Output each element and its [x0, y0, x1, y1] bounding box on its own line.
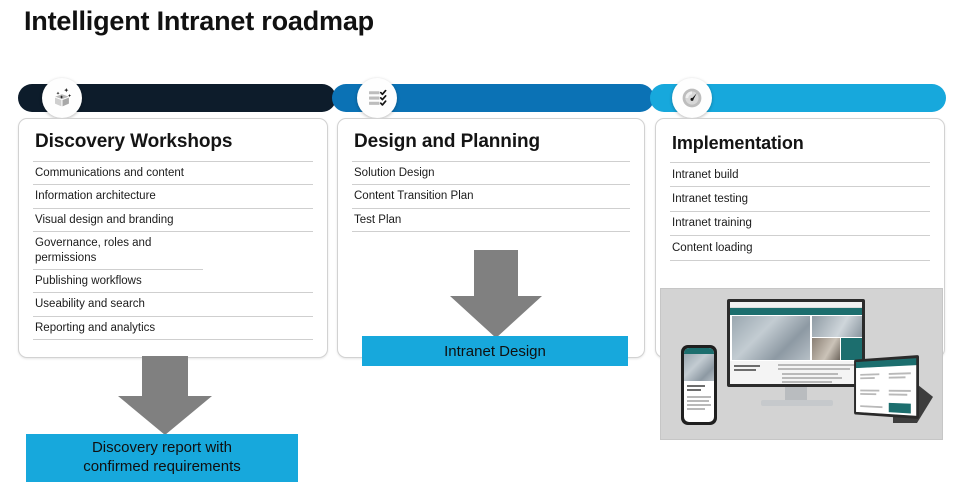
checklist-icon [364, 85, 390, 111]
list-item: Intranet training [670, 212, 930, 237]
timeline-node-implementation[interactable] [672, 78, 712, 118]
card-item-list: Communications and content Information a… [33, 161, 313, 340]
list-item: Solution Design [352, 162, 630, 186]
list-item: Communications and content [33, 162, 313, 186]
list-item: Content Transition Plan [352, 185, 630, 209]
list-item: Test Plan [352, 209, 630, 233]
card-title: Design and Planning [354, 131, 541, 152]
list-item: Publishing workflows [33, 270, 313, 294]
planning-to-design-arrow [448, 250, 544, 340]
list-item: Visual design and branding [33, 209, 313, 233]
list-item: Information architecture [33, 185, 313, 209]
intranet-design-callout: Intranet Design [362, 336, 628, 366]
monitor-neck [785, 387, 807, 400]
timeline-node-design[interactable] [357, 78, 397, 118]
list-item: Reporting and analytics [33, 317, 313, 340]
smartphone-device [681, 345, 717, 425]
phase-timeline [0, 78, 960, 118]
card-item-list: Solution Design Content Transition Plan … [352, 161, 630, 233]
tablet-device [837, 355, 935, 427]
discovery-to-report-arrow [116, 356, 214, 436]
timeline-node-discovery[interactable] [42, 78, 82, 118]
card-item-list: Intranet build Intranet testing Intranet… [670, 162, 930, 261]
list-item: Intranet build [670, 163, 930, 188]
discovery-report-line2: confirmed requirements [83, 458, 241, 475]
monitor-base [761, 400, 833, 406]
desktop-monitor-screen [727, 299, 865, 387]
box-sparkle-icon [49, 85, 75, 111]
page-title: Intelligent Intranet roadmap [24, 6, 374, 36]
card-title: Implementation [672, 133, 804, 153]
discovery-report-line1: Discovery report with [91, 439, 233, 457]
phase-card-discovery: Discovery Workshops Communications and c… [18, 118, 328, 358]
card-title: Discovery Workshops [35, 131, 233, 152]
list-item: Governance, roles and permissions [33, 232, 203, 270]
list-item: Intranet testing [670, 187, 930, 212]
list-item: Useability and search [33, 293, 313, 317]
phase-card-design: Design and Planning Solution Design Cont… [337, 118, 645, 358]
list-item: Content loading [670, 236, 930, 261]
intranet-design-label: Intranet Design [444, 342, 546, 360]
gauge-icon [679, 85, 705, 111]
device-mockup-image [660, 288, 943, 440]
discovery-report-callout: Discovery report with confirmed requirem… [26, 434, 298, 482]
